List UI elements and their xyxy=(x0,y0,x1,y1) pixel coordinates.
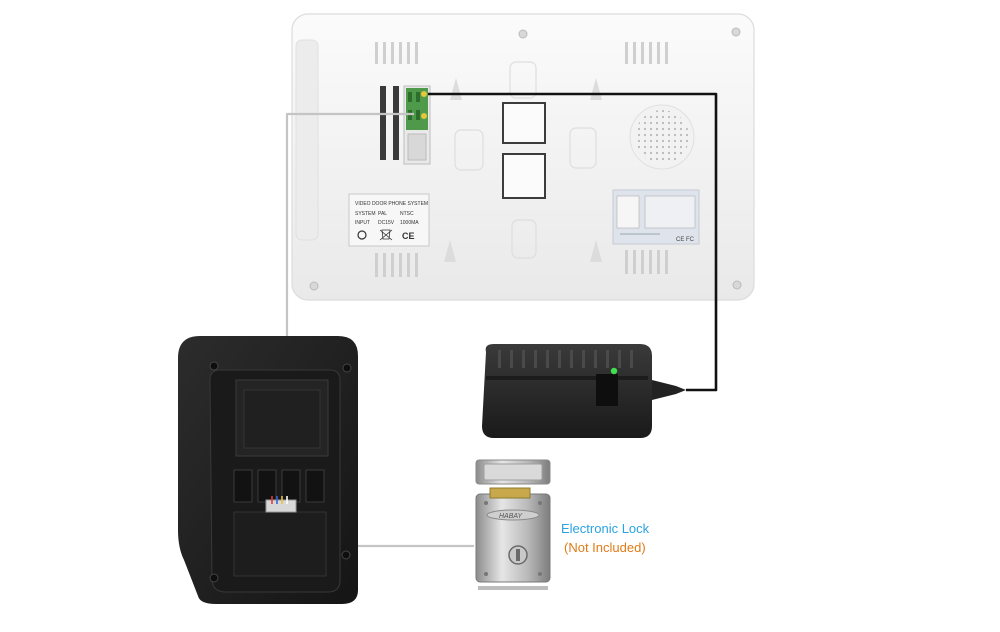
screw-hole xyxy=(209,573,219,583)
power-adapter xyxy=(482,344,686,438)
rating-label-current: 1000MA xyxy=(400,220,419,226)
screw-hole xyxy=(341,550,351,560)
screw-hole xyxy=(309,281,319,291)
screw-hole xyxy=(209,361,219,371)
sticker-ce-fc: CE FC xyxy=(676,237,695,243)
speaker-grille xyxy=(629,104,695,170)
rating-label-system: SYSTEM xyxy=(355,211,376,217)
mount-bracket-holes xyxy=(502,102,546,199)
indoor-monitor: VIDEO DOOR PHONE SYSTEM SYSTEM PAL NTSC … xyxy=(291,13,755,301)
ce-mark: CE xyxy=(402,231,415,241)
screw-hole xyxy=(732,280,742,290)
electronic-lock: HABAY xyxy=(475,459,551,590)
rating-label: VIDEO DOOR PHONE SYSTEM SYSTEM PAL NTSC … xyxy=(348,193,430,247)
rating-label-pal: PAL xyxy=(378,211,387,217)
vent-grille-top-left xyxy=(375,42,418,64)
recycle-icon xyxy=(357,230,367,240)
lock-brand: HABAY xyxy=(499,513,524,520)
screw-hole xyxy=(342,363,352,373)
screw-hole xyxy=(731,27,741,37)
vent-grille-bottom-left xyxy=(375,253,418,277)
vent-grille-top-right xyxy=(625,42,668,64)
lock-caption: Electronic Lock (Not Included) xyxy=(561,519,649,557)
rating-label-input: INPUT xyxy=(355,220,370,226)
rating-label-title: VIDEO DOOR PHONE SYSTEM xyxy=(355,201,428,207)
outdoor-camera-unit xyxy=(178,336,358,604)
terminal-block xyxy=(380,85,431,165)
lock-caption-note: (Not Included) xyxy=(564,540,646,555)
lock-caption-title: Electronic Lock xyxy=(561,521,650,536)
power-cable xyxy=(428,92,718,392)
screw-hole xyxy=(518,29,528,39)
wiring-sticker: CE FC xyxy=(612,189,700,245)
vent-grille-bottom-right xyxy=(625,250,668,274)
weee-bin-icon xyxy=(379,229,393,241)
outdoor-connector xyxy=(265,499,297,513)
rating-label-ntsc: NTSC xyxy=(400,211,414,217)
rating-label-voltage: DC15V xyxy=(378,220,395,226)
power-led-icon xyxy=(610,367,618,375)
